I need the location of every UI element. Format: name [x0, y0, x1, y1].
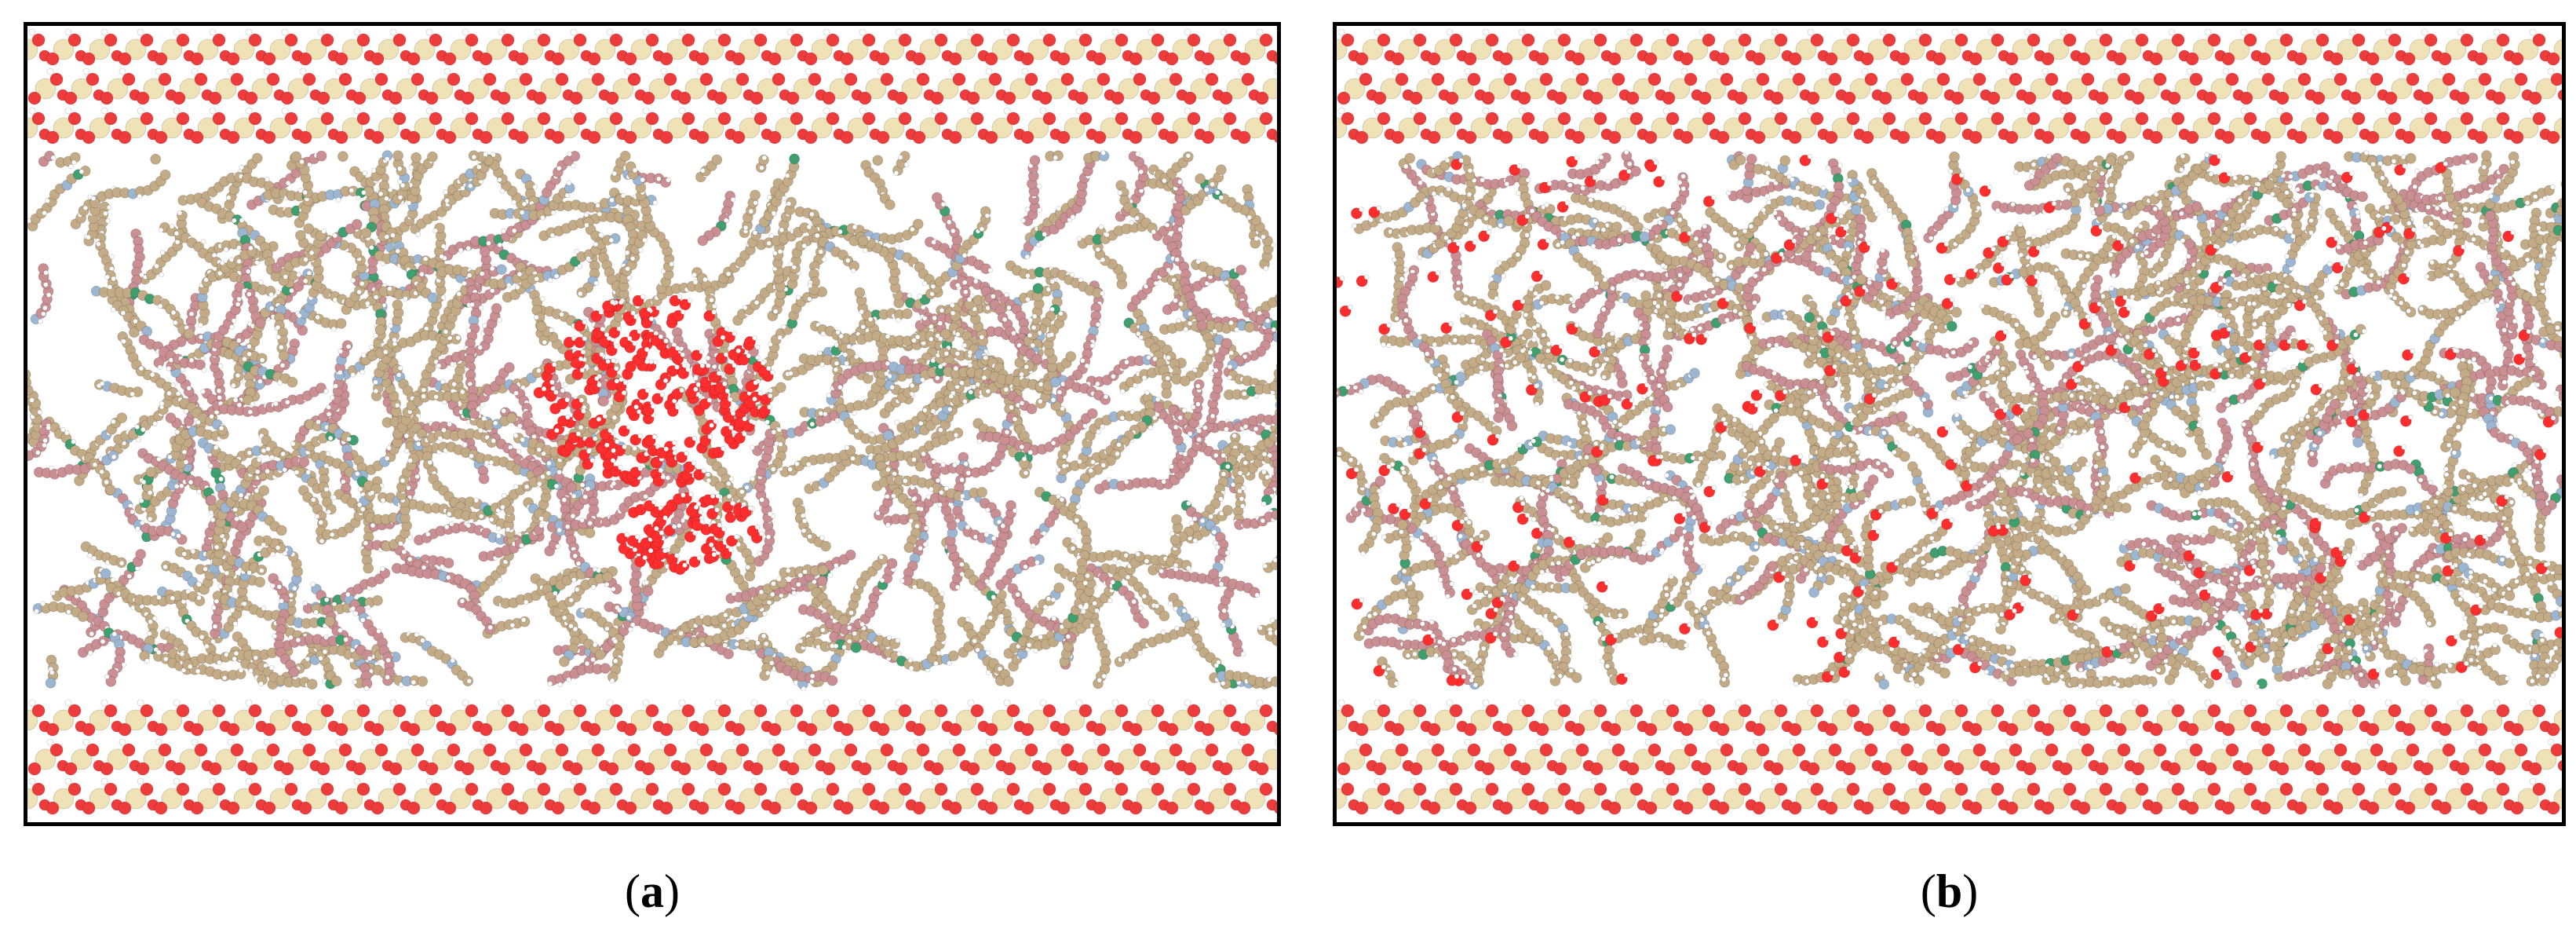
silica-slab-top: [27, 28, 1277, 144]
molecular-snapshot-b: [1337, 28, 2562, 815]
panel-a-caption: (a): [625, 865, 680, 917]
water-cluster-small: [616, 491, 764, 576]
dispersed-water: [1337, 153, 2562, 687]
polymer-chains: [1337, 149, 2562, 690]
panel-a-caption-letter: a: [640, 865, 664, 917]
panel-a-simulation-snapshot: [24, 22, 1281, 826]
silica-slab-top: [1337, 28, 2562, 144]
panel-b-simulation-snapshot: [1333, 22, 2566, 826]
panel-b-caption: (b): [1920, 865, 1979, 917]
panel-b-caption-letter: b: [1936, 865, 1963, 917]
molecular-snapshot-a: [27, 28, 1277, 815]
silica-slab-bottom: [1337, 699, 2562, 815]
water-cluster: [533, 294, 775, 488]
silica-slab-bottom: [27, 699, 1277, 815]
